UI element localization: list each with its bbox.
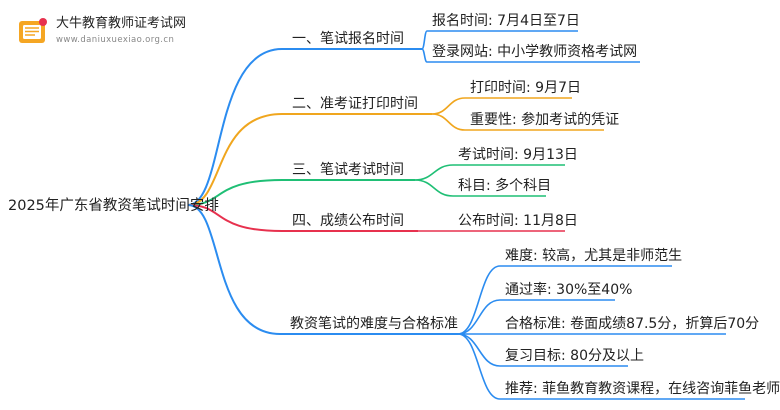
leaf-score-date: 公布时间: 11月8日 <box>458 213 578 229</box>
leaf-connector <box>457 265 501 335</box>
leaf-connector <box>421 30 428 50</box>
leaf-pass-standard: 合格标准: 卷面成绩87.5分，折算后70分 <box>505 316 760 332</box>
leaf-recommendation: 推荐: 菲鱼教育教资课程，在线咨询菲鱼老师 <box>505 381 780 397</box>
branch-connector <box>187 113 283 206</box>
branch-connector <box>187 48 283 206</box>
leaf-connector <box>457 299 501 335</box>
leaf-connector <box>414 179 454 197</box>
leaf-connector <box>414 164 454 181</box>
branch-score-release: 四、成绩公布时间 <box>292 213 404 229</box>
branch-connector <box>187 179 283 206</box>
leaf-connector <box>457 333 501 400</box>
mindmap-connectors <box>187 30 745 400</box>
leaf-print-date: 打印时间: 9月7日 <box>470 80 581 96</box>
leaf-exam-date: 考试时间: 9月13日 <box>458 147 578 163</box>
branch-registration: 一、笔试报名时间 <box>292 31 404 47</box>
leaf-connector <box>431 97 466 115</box>
branch-connector <box>187 204 283 232</box>
leaf-difficulty: 难度: 较高，尤其是非师范生 <box>505 248 683 264</box>
leaf-connector <box>431 113 466 131</box>
leaf-exam-subjects: 科目: 多个科目 <box>458 178 552 194</box>
leaf-registration-website: 登录网站: 中小学教师资格考试网 <box>432 44 638 60</box>
branch-admission-ticket: 二、准考证打印时间 <box>292 96 418 112</box>
logo-title: 大牛教育教师证考试网 <box>56 16 187 31</box>
branch-difficulty-standard: 教资笔试的难度与合格标准 <box>290 316 458 332</box>
leaf-pass-rate: 通过率: 30%至40% <box>505 282 633 298</box>
book-icon <box>19 18 47 43</box>
leaf-connector <box>457 333 501 367</box>
branch-connector <box>187 204 281 335</box>
leaf-connector <box>421 48 428 63</box>
root-topic: 2025年广东省教资笔试时间安排 <box>8 198 219 214</box>
branch-exam-date: 三、笔试考试时间 <box>292 162 404 178</box>
logo-url: www.daniuxuexiao.org.cn <box>56 35 175 45</box>
leaf-ticket-importance: 重要性: 参加考试的凭证 <box>470 112 620 128</box>
leaf-registration-date: 报名时间: 7月4日至7日 <box>432 13 580 29</box>
leaf-review-target: 复习目标: 80分及以上 <box>505 348 644 364</box>
site-logo: 大牛教育教师证考试网 www.daniuxuexiao.org.cn <box>14 12 224 52</box>
mindmap: 大牛教育教师证考试网 www.daniuxuexiao.org.cn 2025年… <box>8 12 780 400</box>
